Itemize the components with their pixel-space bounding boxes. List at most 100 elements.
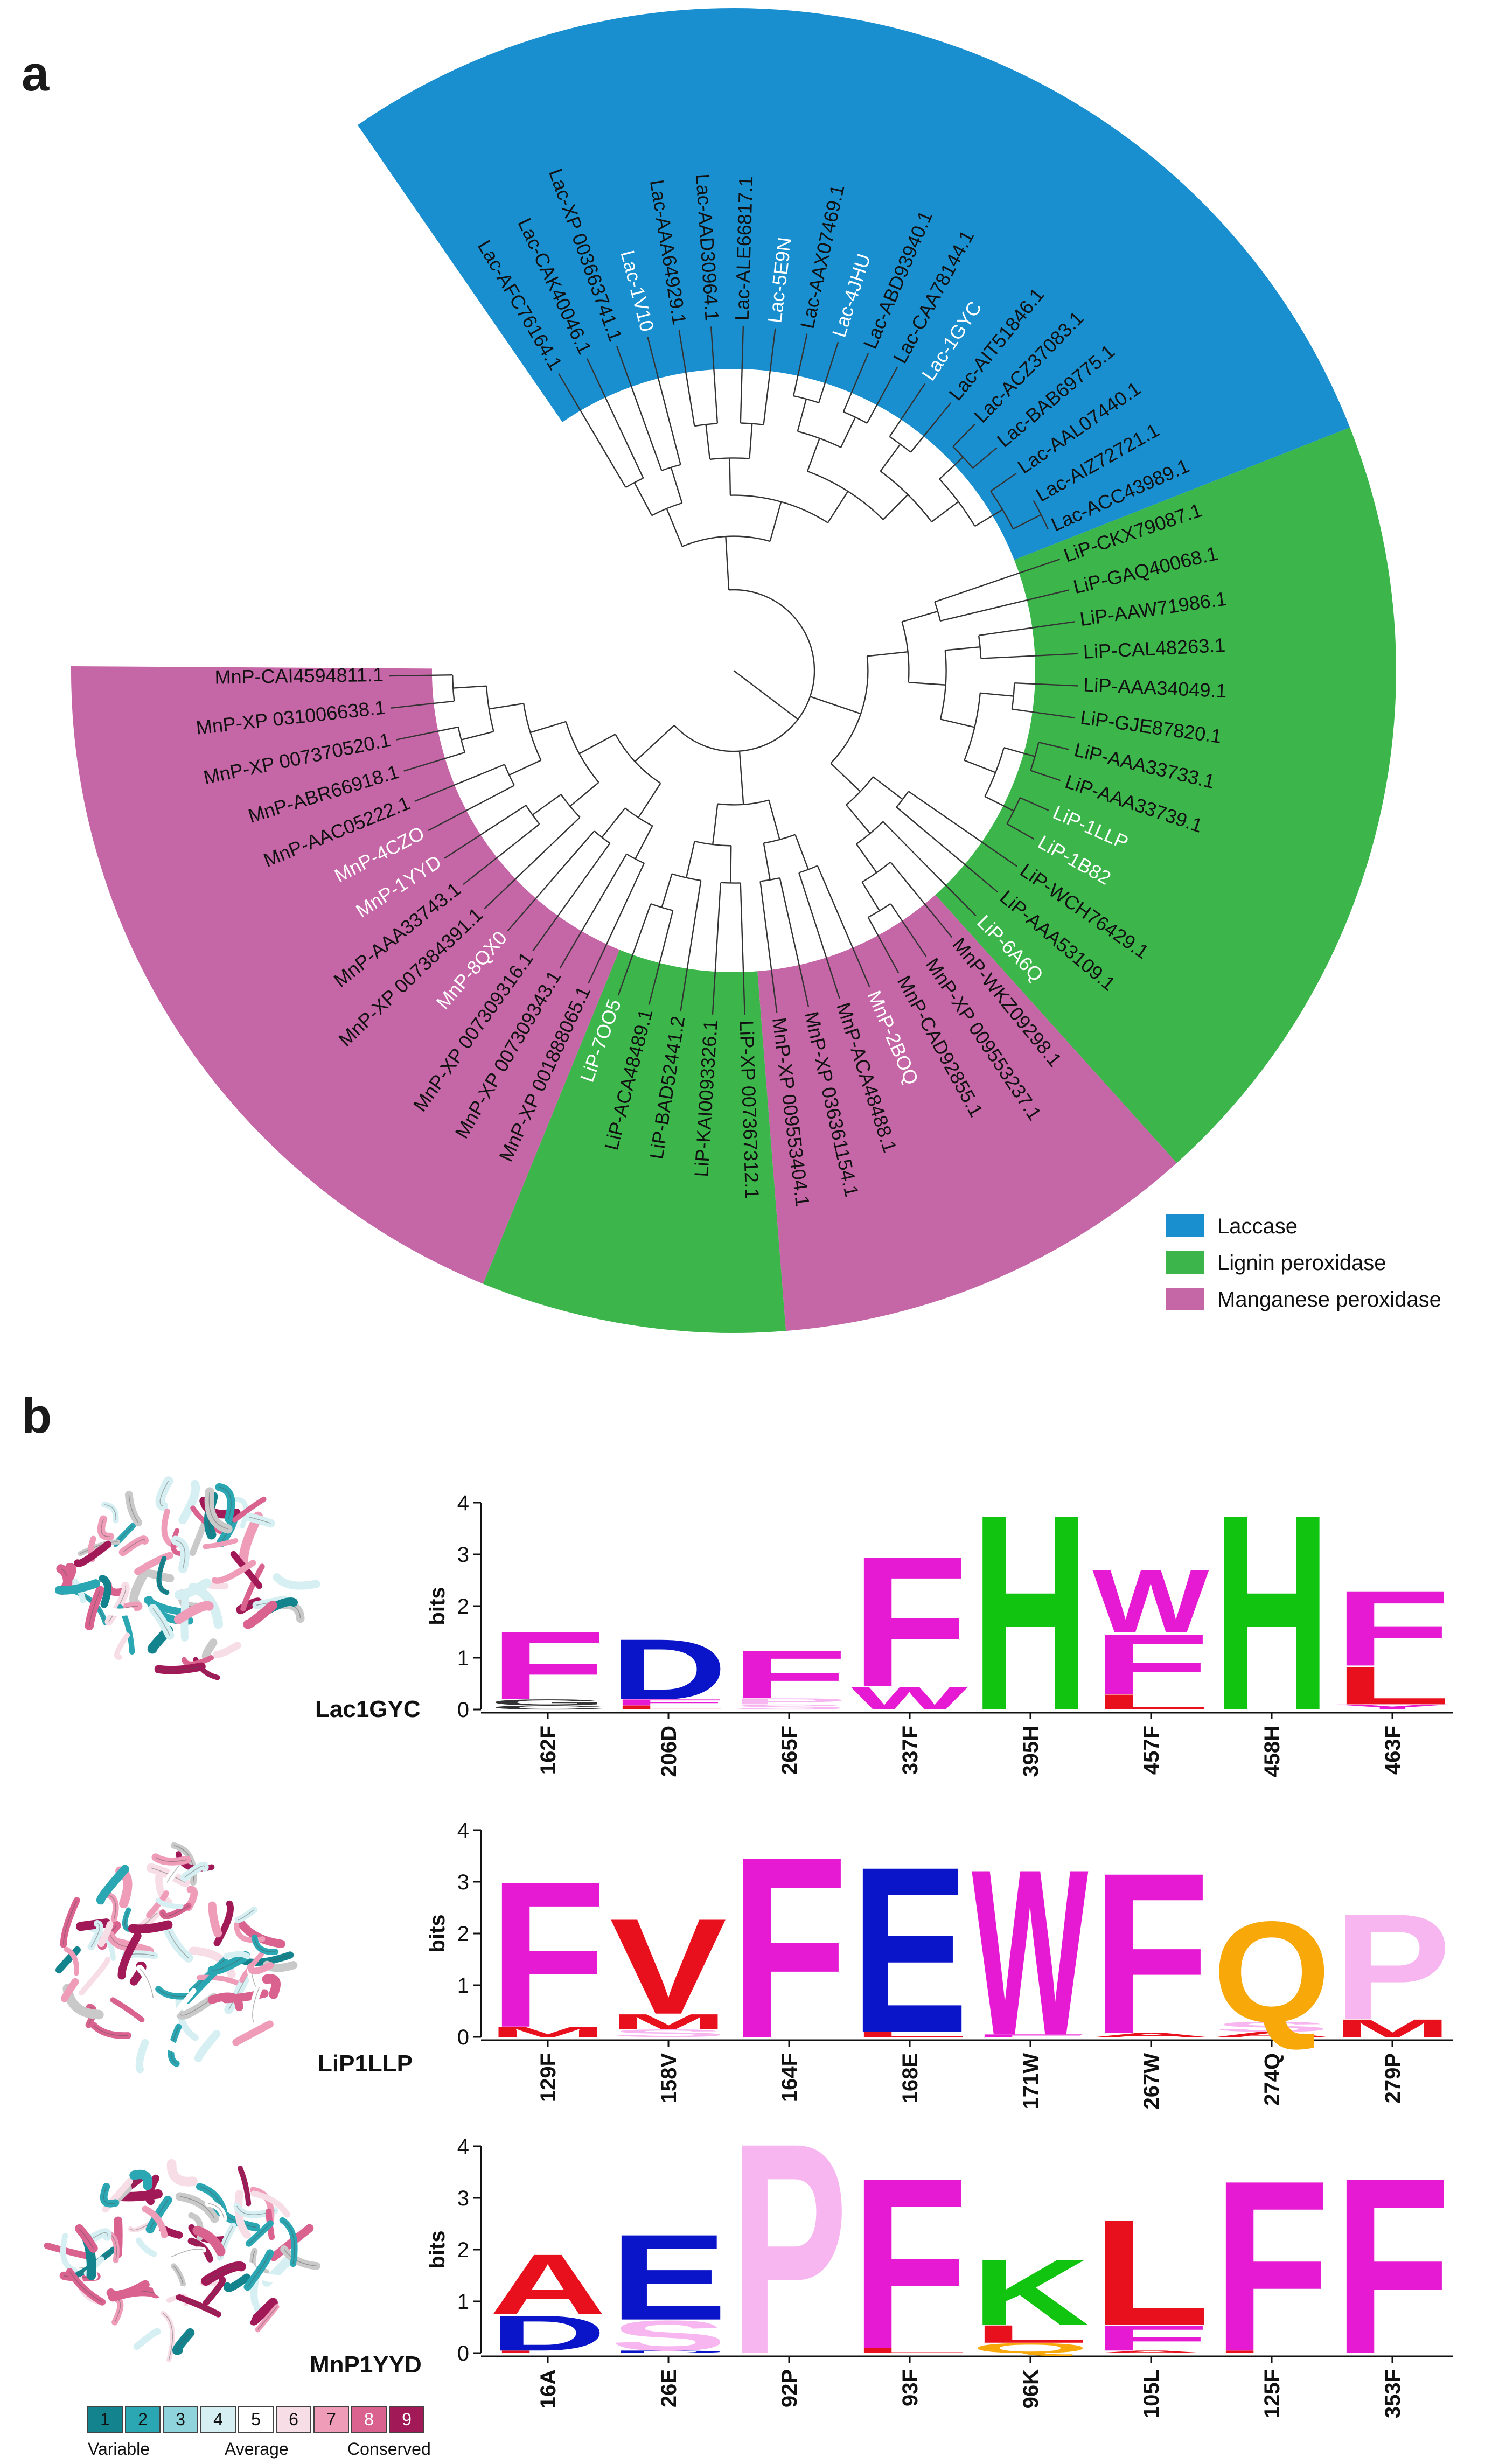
position-label: 279P <box>1381 2053 1405 2103</box>
logo-letter: P <box>1334 1883 1451 2051</box>
branch-stem <box>1014 682 1078 687</box>
ribbon-segment <box>168 2023 182 2067</box>
ribbon-segment <box>223 1951 251 1960</box>
ribbon-segment <box>237 2166 252 2207</box>
legend-label-laccase: Laccase <box>1217 1214 1298 1238</box>
branch-stem <box>817 865 870 988</box>
branch-stem <box>935 559 1061 603</box>
logo-letter: F <box>851 1517 968 1726</box>
branch-stem <box>890 861 953 938</box>
scale-label-average: Average <box>225 2439 289 2459</box>
ribbon-segment <box>108 1607 135 1616</box>
branch-stem <box>855 843 877 873</box>
logo-letter: A <box>489 2237 606 2333</box>
y-tick-label: 0 <box>457 2026 469 2049</box>
logo-letter: L <box>851 2347 968 2355</box>
ribbon-segment <box>114 1632 130 1660</box>
logo-letter: W <box>851 1680 968 1716</box>
ribbon-edge <box>104 1504 116 1521</box>
branch-arc <box>673 589 815 752</box>
logo-letter: G <box>489 1698 606 1707</box>
branch-stem <box>578 734 616 755</box>
branch-stem <box>931 501 959 522</box>
branch-stem <box>908 791 1018 867</box>
ribbon-segment <box>234 2300 250 2321</box>
branch-stem <box>740 326 744 423</box>
leaf-label: Lac-ALE66817.1 <box>731 176 757 320</box>
ribbon-edge <box>205 2266 242 2281</box>
ribbon-segment <box>118 1535 149 1556</box>
ribbon-segment <box>234 1906 258 1923</box>
ribbon-edge <box>166 1865 180 1883</box>
branch-stem <box>601 807 626 838</box>
branch-stem <box>730 846 732 883</box>
position-label: 274Q <box>1260 2053 1284 2106</box>
root-stem <box>733 670 799 720</box>
y-tick-label: 3 <box>457 1543 469 1567</box>
ribbon-segment <box>171 1535 190 1573</box>
scale-box <box>87 2406 123 2433</box>
logo-letter: F <box>851 2127 968 2400</box>
ribbon-segment <box>74 1540 112 1567</box>
branch-stem <box>507 830 595 932</box>
ribbon-edge <box>162 1905 189 1917</box>
legend-label-lignin-peroxidase: Lignin peroxidase <box>1217 1251 1386 1275</box>
ribbon-segment <box>128 1920 173 1934</box>
branch-stem <box>908 681 946 686</box>
ribbon-edge <box>90 1923 100 1948</box>
ribbon-edge <box>101 1519 110 1537</box>
ribbon-segment <box>201 2261 246 2286</box>
branch-stem <box>902 610 938 623</box>
position-label: 92P <box>778 2369 801 2407</box>
branch-stem <box>453 685 487 689</box>
ribbon-segment <box>252 1934 279 1955</box>
ribbon-segment <box>54 1579 100 1595</box>
ribbon-segment <box>245 2220 274 2247</box>
branch-stem <box>559 854 628 969</box>
logo-letter: D <box>610 1621 727 1718</box>
y-tick-label: 1 <box>457 1646 469 1670</box>
ribbon-segment <box>122 1907 131 1932</box>
ribbon-segment <box>135 1994 155 2019</box>
ribbon-edge <box>240 2168 249 2204</box>
branch-stem <box>586 358 644 479</box>
ribbon-segment <box>213 1900 234 1946</box>
ribbon-segment <box>103 1891 119 1922</box>
scale-box <box>163 2406 198 2433</box>
position-label: 457F <box>1140 1726 1163 1775</box>
position-label: 267W <box>1140 2053 1163 2110</box>
ribbon-segment <box>176 2294 221 2318</box>
scale-label-conserved: Conserved <box>347 2439 431 2459</box>
ribbon-segment <box>255 2304 280 2333</box>
logo-letter: H <box>972 1456 1089 1769</box>
logo-letter: L <box>851 2030 968 2039</box>
ribbon-segment <box>159 1902 192 1919</box>
ribbon-segment <box>207 1951 250 1976</box>
ribbon-segment <box>156 1555 170 1595</box>
ribbon-segment <box>243 1600 277 1629</box>
branch-stem <box>633 482 653 516</box>
ribbon-segment <box>273 1573 320 1590</box>
branch-stem <box>769 501 782 542</box>
branch-stem <box>1006 823 1035 840</box>
ribbon-segment <box>234 2189 251 2239</box>
branch-stem <box>444 805 527 859</box>
branch-stem <box>1038 742 1070 750</box>
scale-box <box>313 2406 349 2433</box>
ribbon-edge <box>139 1968 154 1998</box>
ribbon-segment <box>181 1655 214 1667</box>
position-label: 96K <box>1019 2369 1043 2409</box>
ribbon-edge <box>106 1894 116 1919</box>
scale-number: 9 <box>402 2410 412 2429</box>
ribbon-edge <box>88 1590 101 1626</box>
legend-swatch-laccase <box>1166 1214 1204 1237</box>
ribbon-edge <box>184 1865 205 1878</box>
branch-stem <box>940 589 1069 622</box>
branch-stem <box>647 336 681 465</box>
branch-stem <box>910 402 952 453</box>
ribbon-segment <box>211 1560 256 1584</box>
branch-stem <box>939 456 964 480</box>
branch-stem <box>558 373 626 488</box>
legend-label-manganese-peroxidase: Manganese peroxidase <box>1217 1288 1441 1311</box>
y-tick-label: 3 <box>457 2187 469 2210</box>
